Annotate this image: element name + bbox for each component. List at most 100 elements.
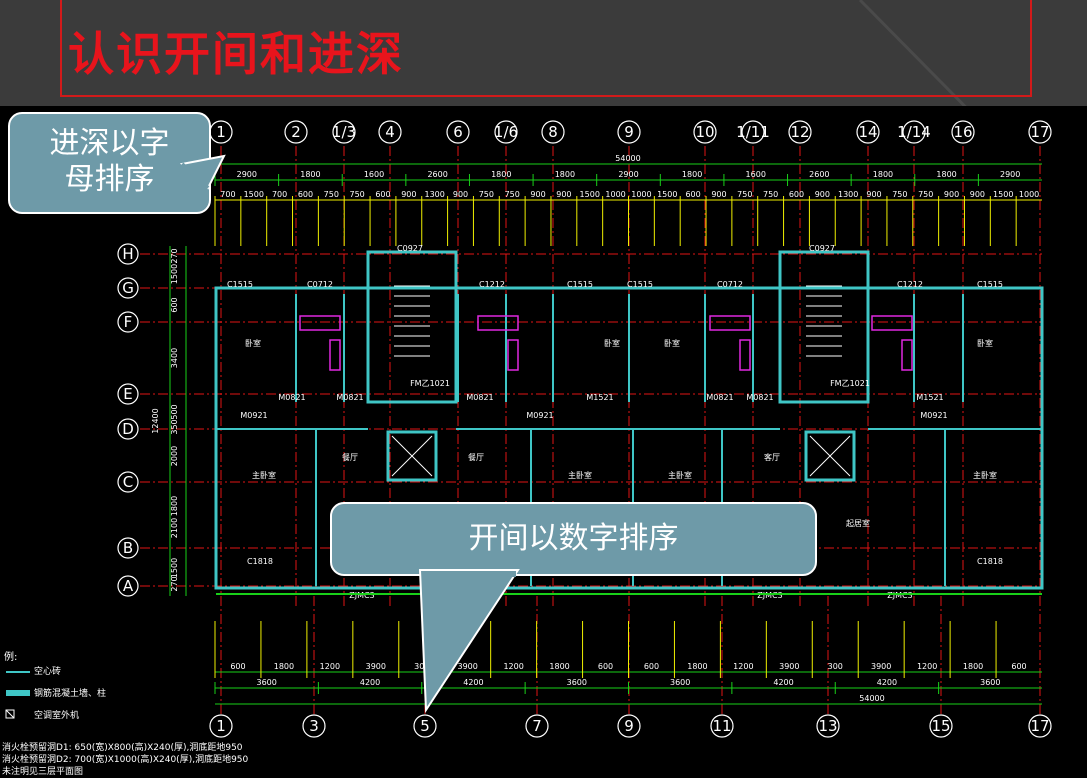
window-tag: C1818 <box>977 557 1003 566</box>
vanity <box>507 339 519 371</box>
axis-label-left: B <box>123 539 133 557</box>
door-tag: M0921 <box>240 411 267 420</box>
axis-bubble-top <box>284 120 308 144</box>
dimension-top-2: 900 <box>944 190 959 199</box>
window-tag: C1515 <box>627 280 653 289</box>
axis-bubble-left <box>117 311 139 333</box>
window-tag: C1212 <box>479 280 505 289</box>
bay-callout-tail <box>418 569 520 714</box>
dimension-top-2: 1300 <box>424 190 444 199</box>
dimension-top-2: 700 <box>272 190 287 199</box>
axis-label-bottom: 15 <box>931 717 950 735</box>
dimension-top-1: 2600 <box>427 170 447 179</box>
axis-bubble-bottom <box>617 714 641 738</box>
axis-label-top: 1 <box>216 123 226 141</box>
legend-note-d1: 消火栓预留洞D1: 650(宽)X800(高)X240(厚),洞底距地950 <box>2 743 243 753</box>
dimension-bottom-1: 1200 <box>503 662 523 671</box>
dimension-bottom-1: 600 <box>230 662 245 671</box>
axis-label-left: C <box>123 473 133 491</box>
room-label: 餐厅 <box>342 453 358 462</box>
window-tag: C0712 <box>717 280 743 289</box>
depth-callout-tail <box>180 154 226 190</box>
axis-label-top: 14 <box>858 123 877 141</box>
dimension-top-2: 900 <box>866 190 881 199</box>
door-tag: M0821 <box>336 393 363 402</box>
dimension-top-2: 1500 <box>244 190 264 199</box>
axis-label-bottom: 13 <box>818 717 837 735</box>
axis-label-left: G <box>122 279 134 297</box>
axis-label-top: 1/14 <box>897 123 931 141</box>
dimension-top-1: 2900 <box>1000 170 1020 179</box>
door-tag: M0821 <box>746 393 773 402</box>
dimension-left: 1500 <box>170 264 179 284</box>
dimension-top-2: 600 <box>298 190 313 199</box>
legend-header: 例: <box>4 652 18 663</box>
legend-item-ac-unit: 空调室外机 <box>34 711 80 721</box>
window-tag: C0712 <box>307 280 333 289</box>
dimension-left: 500 <box>170 404 179 419</box>
dimension-top-2: 900 <box>401 190 416 199</box>
title-frame <box>60 0 1032 97</box>
door-tag: M0921 <box>920 411 947 420</box>
vanity <box>739 339 751 371</box>
door-tag: FM乙1021 <box>410 379 450 388</box>
dimension-top-2: 750 <box>350 190 365 199</box>
axis-bubble-left <box>117 537 139 559</box>
axis-bubble-left <box>117 243 139 265</box>
dimension-top-2: 600 <box>789 190 804 199</box>
dimension-top-2: 1500 <box>580 190 600 199</box>
bay-callout: 开间以数字排序 <box>330 502 817 576</box>
dimension-top-2: 600 <box>685 190 700 199</box>
dimension-top-1: 2900 <box>618 170 638 179</box>
window-tag: C1515 <box>227 280 253 289</box>
room-label: 餐厅 <box>468 453 484 462</box>
axis-bubble-top <box>951 120 975 144</box>
axis-bubble-left <box>117 277 139 299</box>
door-tag: FM乙1021 <box>830 379 870 388</box>
bathtub <box>871 315 913 331</box>
dimension-top-2: 750 <box>892 190 907 199</box>
axis-bubble-top <box>332 120 356 144</box>
axis-bubble-top <box>788 120 812 144</box>
dimension-bottom-1: 3900 <box>366 662 386 671</box>
dimension-top-2: 700 <box>220 190 235 199</box>
dimension-bottom-2: 3600 <box>670 678 690 687</box>
dimension-top-2: 1000 <box>605 190 625 199</box>
window-tag: C1515 <box>567 280 593 289</box>
dimension-top-2: 750 <box>763 190 778 199</box>
dimension-bottom-2: 4200 <box>877 678 897 687</box>
dimension-top-2: 1000 <box>1019 190 1039 199</box>
depth-callout: 进深以字 母排序 <box>8 112 211 214</box>
depth-callout-line1: 进深以字 <box>49 126 170 161</box>
axis-label-top: 9 <box>624 123 634 141</box>
axis-bubble-top <box>1028 120 1052 144</box>
dimension-left: 270 <box>170 576 179 591</box>
dimension-top-1: 1800 <box>936 170 956 179</box>
bathtub <box>477 315 519 331</box>
dimension-bottom-1: 600 <box>1011 662 1026 671</box>
legend-item-concrete: 钢筋混凝土墙、柱 <box>34 689 107 699</box>
bathtub <box>299 315 341 331</box>
elevator-left <box>386 430 438 482</box>
dimension-left: 2100 <box>170 518 179 538</box>
dimension-bottom-1: 1800 <box>274 662 294 671</box>
dimension-top-1: 1800 <box>491 170 511 179</box>
axis-bubble-top <box>378 120 402 144</box>
room-label: 卧室 <box>604 338 620 348</box>
dimension-left: 1800 <box>170 496 179 516</box>
dimension-top-2: 1300 <box>838 190 858 199</box>
dimension-top-1: 1600 <box>746 170 766 179</box>
axis-bubble-top <box>494 120 518 144</box>
door-tag: M1521 <box>586 393 613 402</box>
axis-label-top: 4 <box>385 123 395 141</box>
axis-label-top: 1/6 <box>494 123 518 141</box>
window-tag: C0927 <box>397 244 423 253</box>
room-label: 主卧室 <box>568 470 592 480</box>
axis-label-bottom: 7 <box>532 717 542 735</box>
axis-label-left: D <box>122 420 134 438</box>
room-label: 主卧室 <box>973 470 997 480</box>
axis-bubble-top <box>446 120 470 144</box>
outer-wall <box>214 286 1044 590</box>
dimension-left: 1500 <box>170 558 179 578</box>
dimension-bottom-1: 3900 <box>458 662 478 671</box>
